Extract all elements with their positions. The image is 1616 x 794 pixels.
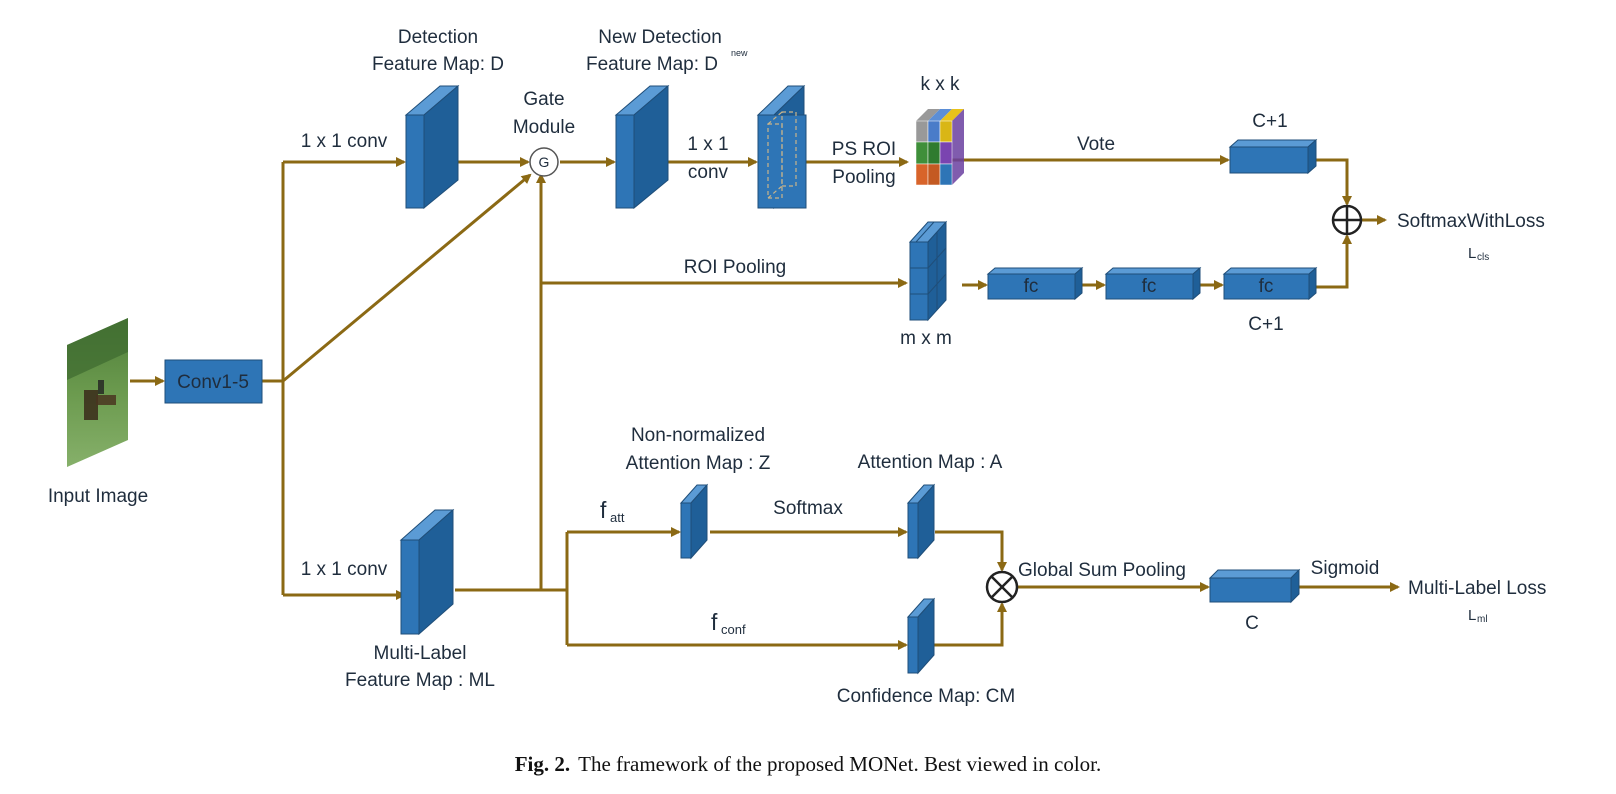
- roi-pooling-label: ROI Pooling: [684, 257, 786, 278]
- fc-label-3: fc: [1259, 276, 1274, 297]
- arrow-top-to-sum: [1314, 158, 1352, 206]
- conv-bottom-label: 1 x 1 conv: [301, 559, 388, 580]
- arrow-conv-to-gate: [282, 173, 532, 383]
- softmax-label: Softmax: [773, 498, 843, 519]
- figure-caption: Fig. 2. The framework of the proposed MON…: [0, 752, 1616, 777]
- softmax-loss-subscript: cls: [1477, 252, 1489, 263]
- multilabel-loss-subscript: ml: [1477, 614, 1488, 625]
- position-sensitive-conv-block: [756, 84, 807, 210]
- sum-operator-icon: [1331, 204, 1363, 236]
- arrow-confidence-to-multiply: [932, 602, 1007, 647]
- f-conf-symbol: f: [711, 609, 718, 635]
- attention-z-subtitle: Attention Map : Z: [626, 453, 771, 474]
- fc-label-2: fc: [1142, 276, 1157, 297]
- gate-module-node: [529, 147, 559, 177]
- flow-lines: [130, 155, 1400, 650]
- multilabel-feature-map: [399, 508, 455, 636]
- arrow-attention-to-multiply: [935, 530, 1007, 572]
- global-sum-pooling-label: Global Sum Pooling: [1018, 560, 1186, 581]
- ps-roi-label-line2: Pooling: [832, 167, 895, 188]
- mxm-label: m x m: [900, 328, 952, 349]
- conv-mid-label-line1: 1 x 1: [687, 134, 728, 155]
- kxk-label: k x k: [920, 74, 960, 95]
- ps-roi-score-grid: [915, 109, 964, 186]
- f-att-subscript: att: [610, 510, 625, 525]
- fc-box-3: [1222, 266, 1318, 301]
- class-vector-c: [1208, 568, 1301, 604]
- fc-box-2: [1104, 266, 1202, 301]
- confidence-map: [906, 597, 936, 675]
- framework-diagram: Input Image Conv1-5 Detection Feature Ma…: [48, 27, 1547, 707]
- input-image-label: Input Image: [48, 486, 148, 507]
- figure-caption-text: The framework of the proposed MONet. Bes…: [578, 752, 1102, 776]
- gate-label-line1: Gate: [523, 89, 564, 110]
- input-image: [67, 318, 128, 467]
- multilabel-loss-label: Multi-Label Loss: [1408, 578, 1546, 599]
- ps-roi-label-line1: PS ROI: [832, 139, 896, 160]
- detection-map-title: Detection: [398, 27, 478, 48]
- c-box-label: C: [1245, 613, 1259, 634]
- detection-map-subtitle: Feature Map: D: [372, 54, 504, 75]
- conv-mid-label-line2: conv: [688, 162, 729, 183]
- vote-label: Vote: [1077, 134, 1115, 155]
- attention-z-title: Non-normalized: [631, 425, 765, 446]
- c-plus-1-bottom-label: C+1: [1248, 314, 1283, 335]
- f-att-symbol: f: [600, 497, 607, 523]
- c-plus-1-top-label: C+1: [1252, 111, 1287, 132]
- arrow-bottom-to-sum: [1314, 234, 1352, 289]
- multilabel-loss-symbol: L: [1468, 607, 1476, 624]
- multilabel-map-subtitle: Feature Map : ML: [345, 670, 495, 691]
- f-conf-subscript: conf: [721, 622, 746, 637]
- new-detection-title: New Detection: [598, 27, 722, 48]
- detection-feature-map: [404, 84, 460, 210]
- attention-map-z: [679, 483, 709, 560]
- gate-label-line2: Module: [513, 117, 575, 138]
- figure-number: Fig. 2.: [514, 752, 571, 776]
- class-score-vector-top: [1228, 138, 1318, 175]
- softmax-loss-label: SoftmaxWithLoss: [1397, 211, 1545, 232]
- fc-label-1: fc: [1024, 276, 1039, 297]
- backbone-label: Conv1-5: [177, 372, 249, 393]
- softmax-loss-symbol: L: [1468, 245, 1476, 262]
- sigmoid-label: Sigmoid: [1311, 558, 1380, 579]
- attention-a-label: Attention Map : A: [858, 452, 1003, 473]
- gate-symbol: G: [539, 154, 550, 170]
- new-detection-subtitle: Feature Map: D: [586, 54, 718, 75]
- multilabel-map-title: Multi-Label: [374, 643, 467, 664]
- conv-top-label: 1 x 1 conv: [301, 131, 388, 152]
- attention-map-a: [906, 483, 936, 560]
- new-detection-feature-map: [614, 84, 670, 210]
- roi-pooled-grid: [908, 220, 948, 322]
- multiply-operator-icon: [985, 570, 1019, 604]
- confidence-map-label: Confidence Map: CM: [837, 686, 1015, 707]
- backbone-conv-box: [164, 359, 263, 404]
- new-detection-superscript: new: [731, 48, 748, 58]
- fc-box-1: [986, 266, 1084, 301]
